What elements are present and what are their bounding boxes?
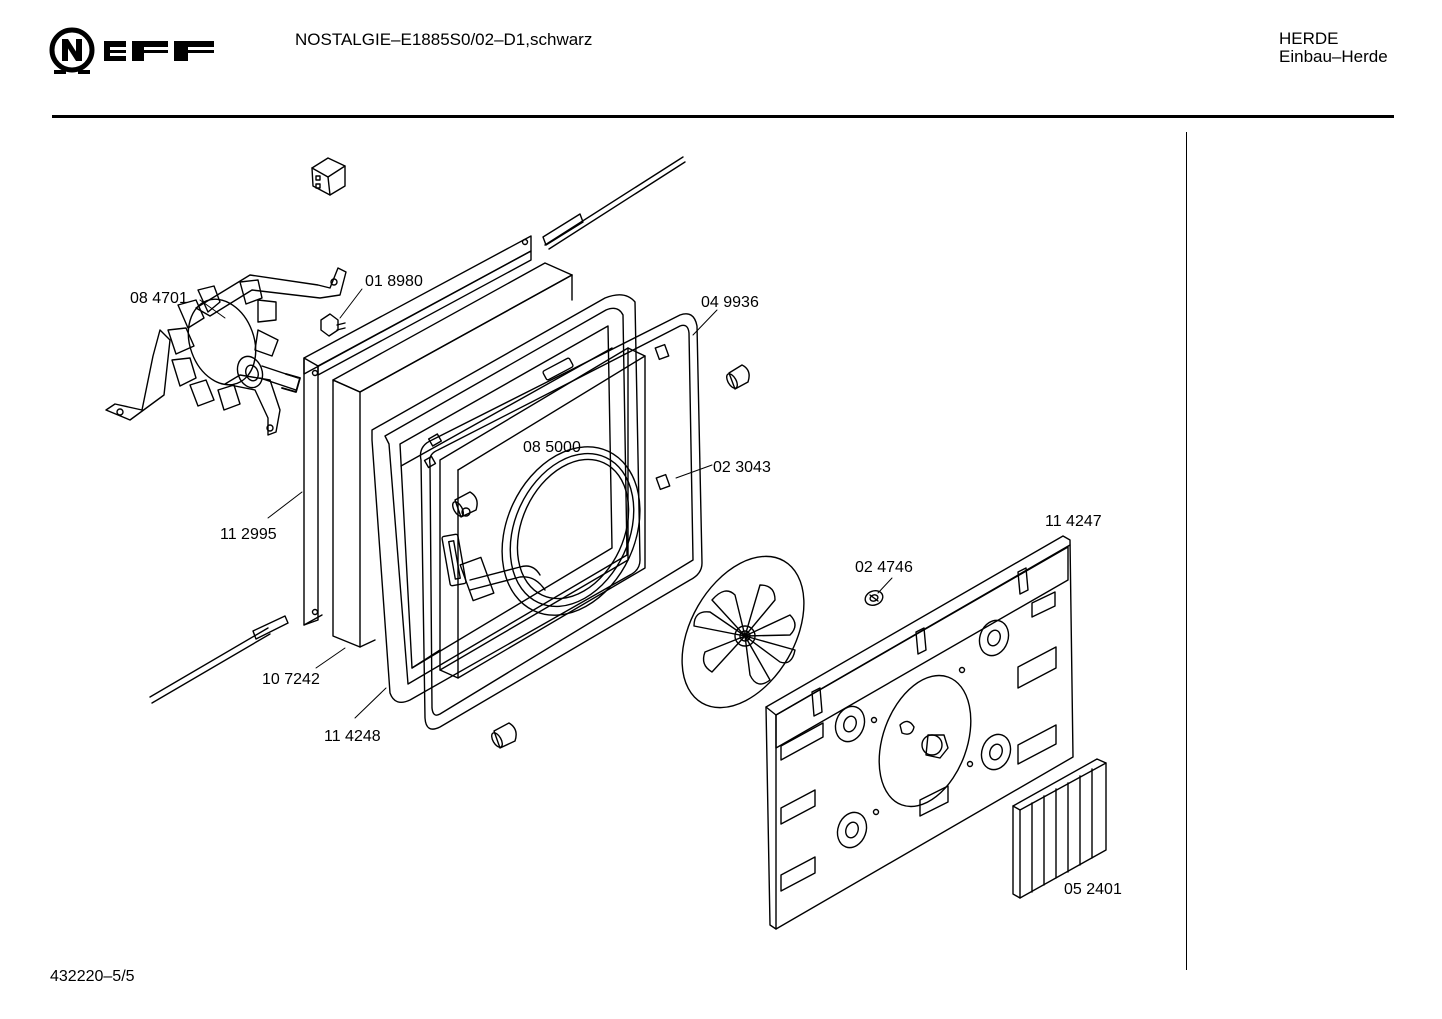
part-label-085000: 08 5000 xyxy=(523,439,581,456)
fan-motor xyxy=(105,267,347,436)
part-label-114248: 11 4248 xyxy=(324,728,381,745)
category-block: HERDE Einbau–Herde xyxy=(1279,30,1388,66)
back-cover xyxy=(765,535,1074,930)
heating-element xyxy=(441,446,641,616)
neff-logo-icon xyxy=(49,27,214,74)
leader-lines xyxy=(199,288,893,719)
part-label-084701: 08 4701 xyxy=(130,290,188,307)
part-labels: 08 4701 01 8980 04 9936 08 5000 02 3043 … xyxy=(130,273,1122,898)
fan-wheel xyxy=(681,555,805,709)
part-label-112995: 11 2995 xyxy=(220,526,277,543)
subcategory-label: Einbau–Herde xyxy=(1279,47,1388,66)
header-divider xyxy=(52,115,1394,118)
vent-grille xyxy=(1012,758,1107,899)
rail-top xyxy=(542,156,686,250)
model-title: NOSTALGIE–E1885S0/02–D1,schwarz xyxy=(295,30,593,49)
part-label-114247: 11 4247 xyxy=(1045,513,1102,530)
insulation-block xyxy=(332,262,573,648)
outer-frame xyxy=(419,313,703,730)
washer xyxy=(864,590,884,606)
part-label-107242: 10 7242 xyxy=(262,671,320,688)
part-label-052401: 05 2401 xyxy=(1064,881,1122,898)
document-id: 432220–5/5 xyxy=(50,968,135,985)
terminal-block xyxy=(311,157,346,196)
category-label: HERDE xyxy=(1279,29,1339,48)
brand-logo xyxy=(48,26,218,87)
part-label-018980: 01 8980 xyxy=(365,273,423,290)
screw xyxy=(320,313,346,337)
vertical-divider xyxy=(1186,132,1187,970)
back-plate xyxy=(303,235,532,626)
part-label-024746: 02 4746 xyxy=(855,559,913,576)
part-label-049936: 04 9936 xyxy=(701,294,759,311)
pins xyxy=(452,364,750,749)
part-label-023043: 02 3043 xyxy=(713,459,771,476)
rail-bottom xyxy=(149,615,289,704)
